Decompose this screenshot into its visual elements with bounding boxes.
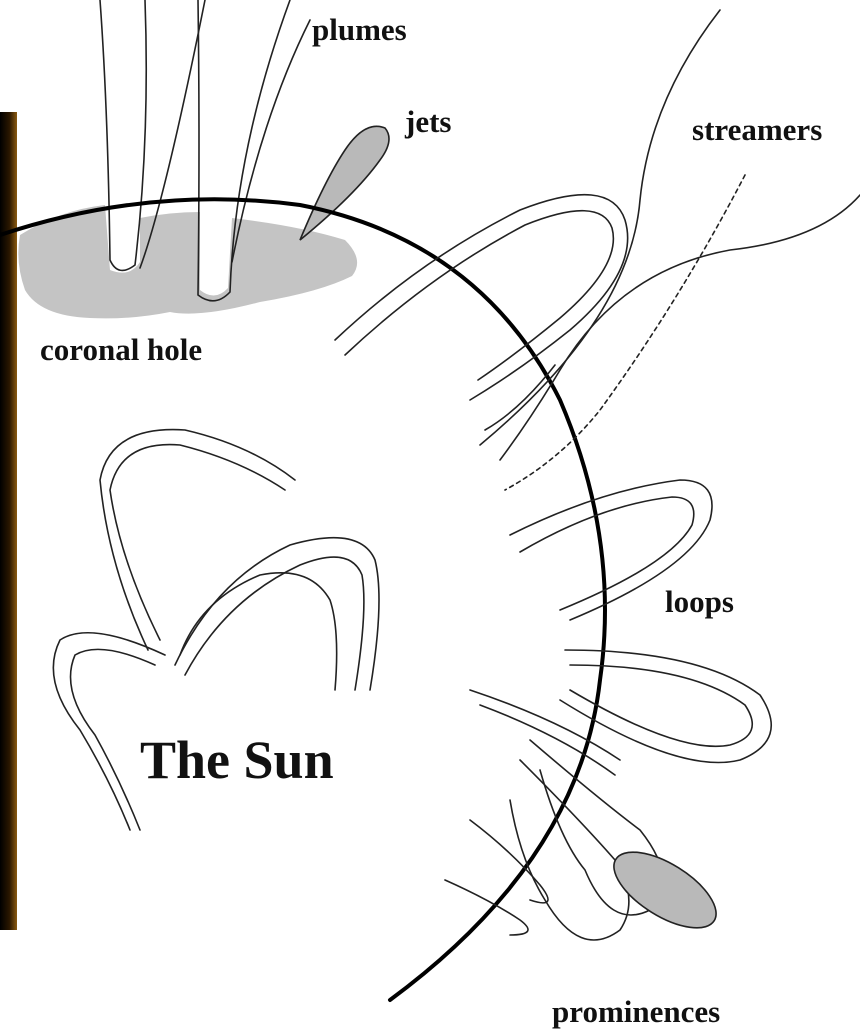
label-streamers: streamers bbox=[692, 112, 822, 147]
sun-limb bbox=[0, 199, 605, 1000]
jet-shape bbox=[300, 126, 389, 240]
label-loops: loops bbox=[665, 584, 734, 619]
label-jets: jets bbox=[404, 104, 451, 139]
loops-limb bbox=[470, 480, 771, 775]
label-plumes: plumes bbox=[312, 12, 407, 47]
prominence-lines bbox=[445, 740, 663, 940]
label-prominences: prominences bbox=[552, 994, 720, 1029]
prominence-shape bbox=[602, 837, 728, 943]
label-coronal-hole: coronal hole bbox=[40, 332, 202, 367]
streamers-lines bbox=[480, 10, 860, 490]
label-the-sun: The Sun bbox=[140, 730, 334, 790]
coronal-hole-region bbox=[18, 205, 357, 318]
loops-upper bbox=[335, 195, 628, 400]
